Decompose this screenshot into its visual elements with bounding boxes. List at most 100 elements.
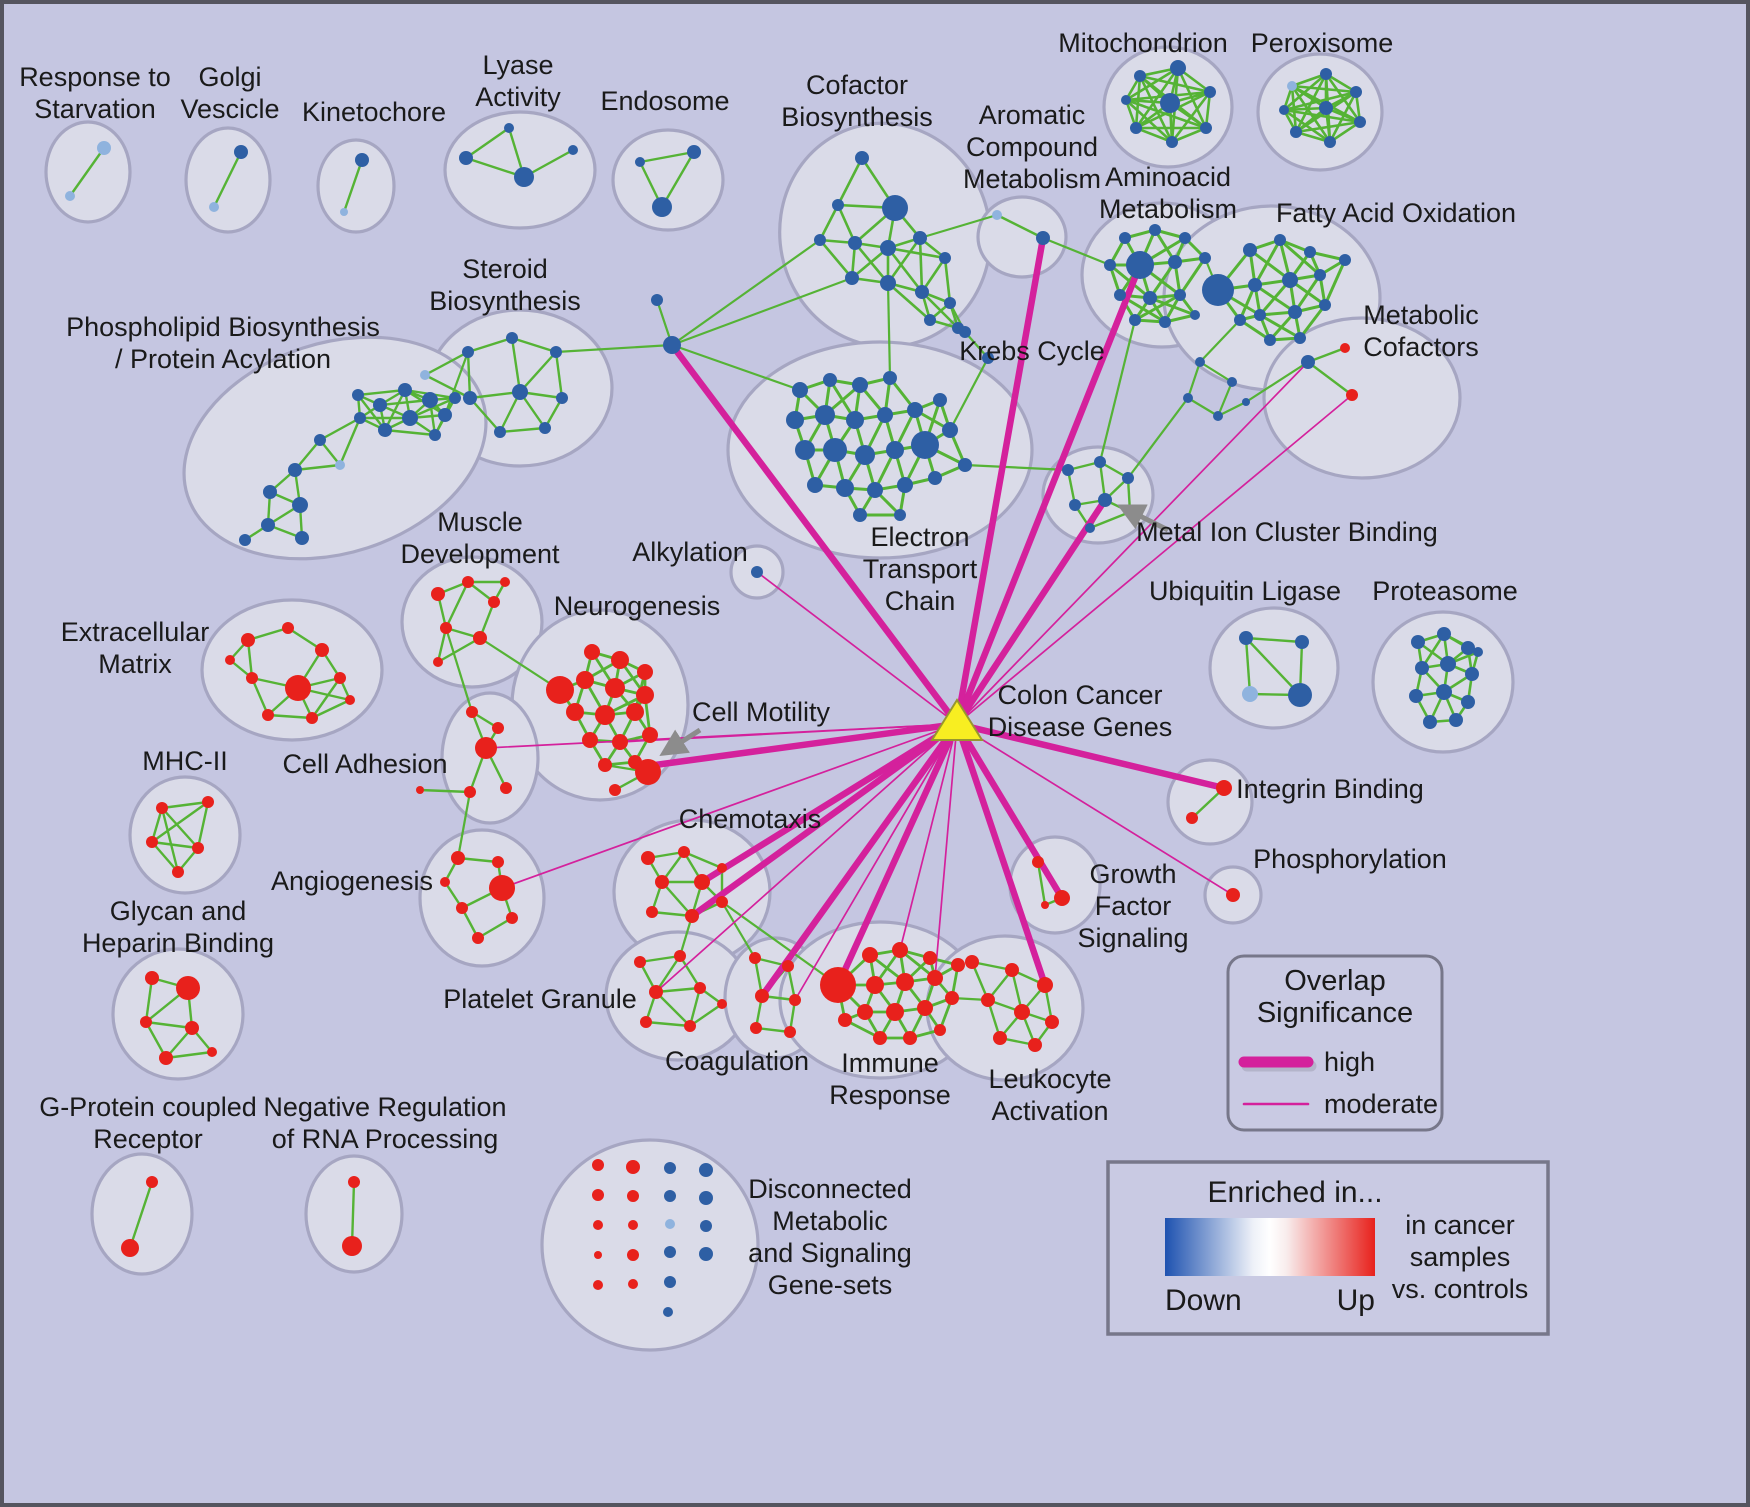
- network-node-aromatic-compound-metabolism: [1036, 231, 1050, 245]
- network-node-fatty-acid-oxidation: [1243, 243, 1257, 257]
- overlap-edge-moderate: [956, 361, 1309, 725]
- network-node-steroid-biosynthesis: [506, 332, 518, 344]
- network-node-angiogenesis: [472, 932, 484, 944]
- network-node-ubiquitin-ligase: [1239, 631, 1253, 645]
- cluster-edge-peroxisome: [1291, 72, 1327, 88]
- cluster-edge-negative-regulation-rna: [350, 1181, 356, 1247]
- network-node-mitochondrion: [1160, 93, 1180, 113]
- cluster-label-golgi-vescicle: Golgi: [198, 62, 261, 92]
- network-node-peroxisome: [1354, 116, 1366, 128]
- network-node-growth-factor-signaling: [1054, 890, 1070, 906]
- cluster-label-aromatic-compound-metabolism: Metabolism: [963, 164, 1101, 194]
- cluster-edge-cofactor-biosynthesis: [819, 239, 853, 279]
- network-node-neurogenesis: [626, 703, 644, 721]
- network-node-growth-factor-signaling: [1041, 901, 1049, 909]
- cluster-label-extracellular-matrix: Extracellular: [61, 617, 210, 647]
- network-node-fatty-acid-oxidation: [1288, 305, 1302, 319]
- network-node-phospholipid-biosynthesis: [378, 423, 392, 437]
- network-node-extracellular-matrix: [246, 672, 258, 684]
- network-node-mitochondrion: [1204, 86, 1216, 98]
- network-node-krebs-etc: [795, 440, 815, 460]
- inter-cluster-edge: [1042, 236, 1111, 267]
- network-node-krebs-etc: [886, 441, 904, 459]
- inter-cluster-edge: [443, 351, 470, 416]
- cluster-ellipse-aromatic-compound-metabolism: [976, 195, 1068, 279]
- network-node-disconnected-gene-sets: [627, 1190, 639, 1202]
- cluster-edge-peroxisome: [1329, 120, 1361, 144]
- network-node-muscle-development: [473, 631, 487, 645]
- cluster-edge-phospholipid-biosynthesis: [294, 463, 341, 472]
- network-node-phospholipid-biosynthesis: [449, 392, 461, 404]
- cluster-edge-extracellular-matrix: [250, 677, 270, 716]
- overlap-edge-high: [758, 720, 961, 1000]
- network-node-response-starvation: [97, 141, 111, 155]
- cluster-edge-peroxisome: [1283, 106, 1327, 112]
- network-node-cofactor-biosynthesis: [882, 195, 908, 221]
- network-node-negative-regulation-rna: [348, 1176, 360, 1188]
- network-node-cofactor-biosynthesis: [880, 240, 896, 256]
- network-node-muscle-development: [440, 622, 452, 634]
- network-node-peroxisome: [1324, 136, 1336, 148]
- network-node-coagulation: [750, 1022, 762, 1034]
- cluster-label-endosome: Endosome: [600, 86, 729, 116]
- overlap-edge-high: [651, 720, 961, 769]
- network-node-proteasome: [1436, 684, 1452, 700]
- network-node-extracellular-matrix: [334, 672, 346, 684]
- network-node-platelet-granule: [684, 1020, 696, 1032]
- cluster-label-steroid-biosynthesis: Biosynthesis: [429, 286, 581, 316]
- network-node-leukocyte-activation: [1037, 977, 1053, 993]
- network-node-aromatic-compound-metabolism: [992, 210, 1002, 220]
- network-node-glycan-heparin-binding: [145, 971, 159, 985]
- cluster-label-fatty-acid-oxidation: Fatty Acid Oxidation: [1276, 198, 1516, 228]
- network-node-immune-response: [892, 942, 908, 958]
- network-node-free: [1195, 357, 1205, 367]
- network-node-platelet-granule: [649, 985, 663, 999]
- overlap-edge-high: [953, 720, 1049, 989]
- cluster-edge-fatty-acid-oxidation: [1293, 274, 1322, 313]
- cluster-label-mhc-ii: MHC-II: [142, 746, 227, 776]
- network-node-krebs-etc: [855, 445, 875, 465]
- network-node-krebs-etc: [807, 477, 823, 493]
- inter-cluster-edge: [1199, 361, 1233, 383]
- network-node-extracellular-matrix: [345, 695, 355, 705]
- disease-genes-label: Colon Cancer: [997, 680, 1162, 710]
- network-node-krebs-etc: [867, 482, 883, 498]
- cluster-label-muscle-development: Development: [400, 539, 560, 569]
- cluster-edge-platelet-granule: [655, 955, 681, 993]
- cluster-edge-steroid-biosynthesis: [554, 351, 564, 399]
- network-node-krebs-etc: [792, 382, 808, 398]
- cluster-ellipse-extracellular-matrix: [200, 598, 384, 742]
- network-node-proteasome: [1409, 689, 1423, 703]
- network-node-coagulation: [789, 994, 801, 1006]
- network-node-chemotaxis: [655, 875, 669, 889]
- network-node-phospholipid-biosynthesis: [402, 410, 418, 426]
- inter-cluster-edge: [456, 791, 472, 859]
- network-node-immune-response: [820, 967, 856, 1003]
- network-node-metal-ion-cluster-binding: [1098, 493, 1112, 507]
- network-node-ubiquitin-ligase: [1242, 686, 1258, 702]
- network-node-krebs-etc: [823, 438, 847, 462]
- network-node-immune-response: [866, 976, 884, 994]
- enrichment-up-label: Up: [1337, 1284, 1375, 1317]
- network-node-ubiquitin-ligase: [1288, 683, 1312, 707]
- network-node-angiogenesis: [451, 851, 465, 865]
- network-node-proteasome: [1423, 715, 1437, 729]
- cluster-ellipse-leukocyte-activation: [925, 934, 1085, 1082]
- overlap-edge-high: [698, 720, 961, 886]
- cluster-label-phospholipid-biosynthesis: / Protein Acylation: [115, 344, 331, 374]
- cluster-edge-cofactor-biosynthesis: [918, 237, 924, 293]
- inter-cluster-edge: [1098, 319, 1137, 463]
- network-node-phospholipid-biosynthesis: [239, 534, 251, 546]
- cluster-edge-phospholipid-biosynthesis: [383, 389, 407, 431]
- cluster-edge-cofactor-biosynthesis: [887, 246, 946, 260]
- network-node-free: [663, 336, 681, 354]
- inter-cluster-edge: [1127, 397, 1189, 479]
- network-node-disconnected-gene-sets: [593, 1220, 603, 1230]
- network-node-immune-response: [903, 1031, 917, 1045]
- cluster-edge-aminoacid-metabolism: [1134, 293, 1181, 322]
- network-node-extracellular-matrix: [315, 643, 329, 657]
- network-node-steroid-biosynthesis: [463, 391, 477, 405]
- network-node-free: [1227, 377, 1237, 387]
- network-node-cofactor-biosynthesis: [944, 297, 956, 309]
